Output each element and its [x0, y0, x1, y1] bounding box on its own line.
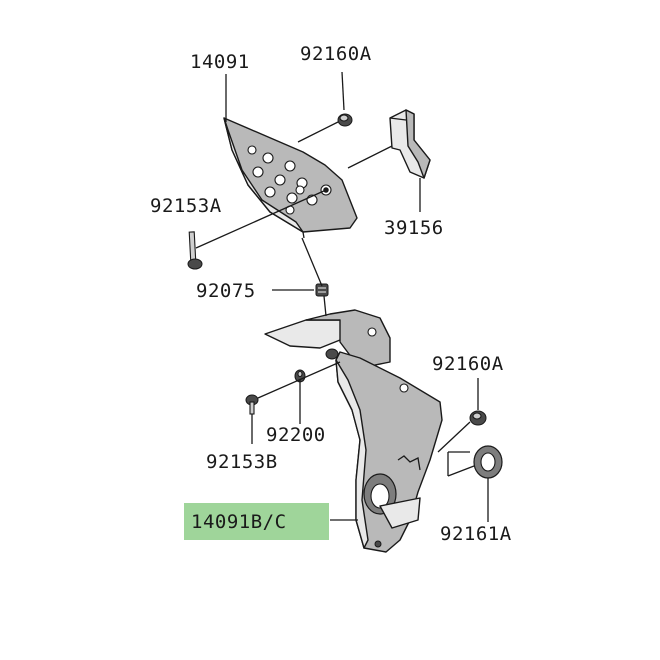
lower-cover-part-14091bc[interactable]	[264, 309, 443, 553]
label-92153a[interactable]: 92153A	[150, 195, 222, 217]
label-14091bc[interactable]: 14091B/C	[191, 511, 287, 533]
highlight-box	[184, 503, 329, 540]
ring-92161a[interactable]	[473, 445, 503, 479]
grommet-92160a-top[interactable]	[337, 113, 353, 127]
grommet-92160a-right[interactable]	[469, 410, 487, 426]
label-92161a[interactable]: 92161A	[440, 523, 512, 545]
bolt-92153a[interactable]	[187, 231, 203, 270]
label-92160a-right[interactable]: 92160A	[432, 353, 504, 375]
label-92153b[interactable]: 92153B	[206, 451, 278, 473]
label-92200[interactable]: 92200	[266, 424, 326, 446]
leader-lines	[195, 71, 489, 522]
label-39156[interactable]: 39156	[384, 217, 444, 239]
clip-92075[interactable]	[315, 283, 329, 297]
bolt-92153b[interactable]	[245, 394, 259, 415]
label-92075[interactable]: 92075	[196, 280, 256, 302]
side-cover-part-14091[interactable]	[223, 117, 358, 239]
label-14091[interactable]: 14091	[190, 51, 250, 73]
bracket-part-39156[interactable]	[389, 109, 431, 179]
label-92160a-top[interactable]: 92160A	[300, 43, 372, 65]
